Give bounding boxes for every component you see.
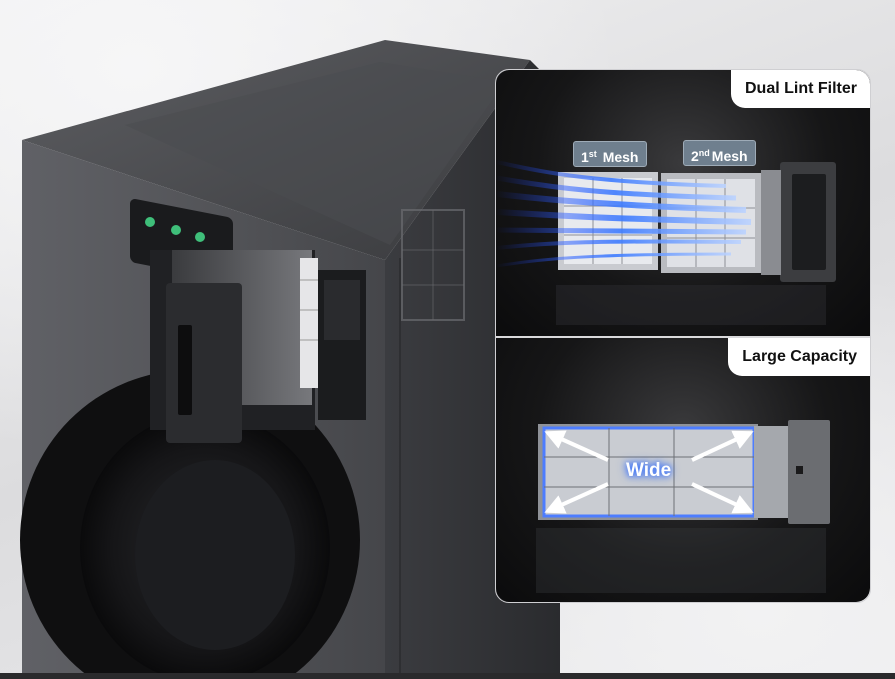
mesh-1-number: 1 (581, 149, 589, 165)
bottom-strip (0, 673, 895, 679)
wide-filter-illustration (536, 420, 830, 593)
panel-label-dual-lint-filter: Dual Lint Filter (731, 70, 870, 108)
large-capacity-panel: Large Capacity (496, 338, 870, 602)
mesh-2-number: 2 (691, 148, 699, 164)
mesh-2-word: Mesh (711, 148, 748, 164)
mesh-2-suffix: nd (698, 148, 710, 158)
panel-label-large-capacity: Large Capacity (728, 338, 870, 376)
wide-label: Wide (626, 460, 672, 481)
dual-lint-filter-panel: Dual Lint Filter (496, 70, 870, 336)
mesh-1-word: Mesh (598, 149, 639, 165)
dual-mesh-filter-illustration (496, 160, 836, 325)
panel-divider (496, 336, 870, 338)
first-mesh-tag: 1st Mesh (573, 141, 647, 167)
mesh-1-suffix: st (588, 149, 597, 159)
